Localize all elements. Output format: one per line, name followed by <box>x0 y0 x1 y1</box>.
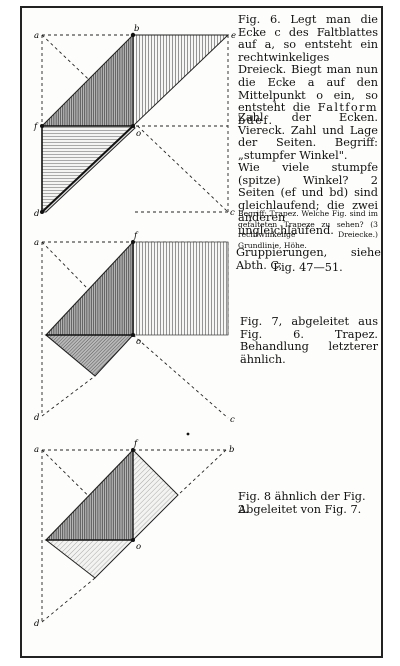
fig8-label-o: o <box>136 542 141 552</box>
fig6-faltform-text: Faltform bdef. <box>238 101 378 127</box>
fig8-line-2: Abgeleitet von Fig. 7. <box>238 503 362 516</box>
fig8-right-diamond <box>132 448 179 542</box>
gruppierungen-line-1: Gruppierungen, siehe Abth. C, <box>236 246 381 272</box>
figure-6: a b c d e f o <box>33 24 236 219</box>
fig6-label-f: f <box>33 122 39 132</box>
fig8-dark-triangle <box>44 448 134 541</box>
fig8-label-f: f <box>133 439 139 449</box>
fig7-label-f: f <box>133 231 139 241</box>
figures-svg: a b c d e f o a f d c o <box>33 24 236 629</box>
figure-8: a f b d o <box>34 432 234 629</box>
fig8-label-d: d <box>34 619 40 629</box>
gruppierungen-line-2: Fig. 47—51. <box>273 261 343 274</box>
fig6-label-d: d <box>34 209 40 219</box>
figure-7: a f d c o <box>34 231 235 425</box>
fig6-left-triangle <box>40 33 134 127</box>
fig7-paragraph: Fig. 7, abgeleitet aus Fig. 6. Trapez. B… <box>240 315 378 366</box>
fig6-question-paragraph: Wie viele stumpfe (spitze) Winkel? 2 Sei… <box>238 161 378 237</box>
fig7-label-o: o <box>136 337 141 347</box>
fig6-small-paragraph: Begriff: Trapez. Welche Fig. sind im gef… <box>238 209 378 250</box>
fig6-label-e: e <box>231 31 236 41</box>
fig7-label-c: c <box>230 415 235 425</box>
fig6-label-c: c <box>230 208 235 218</box>
fig8-line-1: Fig. 8 ähnlich der Fig. 2. <box>238 490 366 516</box>
fig6-label-b: b <box>134 24 139 34</box>
fig6-label-o: o <box>136 129 141 139</box>
fig8-label-a: a <box>34 445 39 455</box>
fig7-lower-triangle <box>44 334 135 377</box>
fig6-zahl-paragraph: Zahl der Ecken. Viereck. Zahl und Lage d… <box>238 111 378 162</box>
fig6-intro-text: Fig. 6. Legt man die Ecke c des Faltblat… <box>238 13 378 115</box>
fig7-upper-triangle <box>44 240 134 336</box>
fig7-label-a: a <box>34 238 39 248</box>
fig7-right-parallelogram <box>132 241 229 336</box>
fig8-label-b: b <box>229 445 234 455</box>
fig6-label-a: a <box>34 31 39 41</box>
fig7-label-d: d <box>34 413 40 423</box>
fig8-lower-diamond <box>44 539 135 579</box>
fig6-intro-paragraph: Fig. 6. Legt man die Ecke c des Faltblat… <box>238 13 378 127</box>
fig6-right-parallelogram <box>132 34 230 128</box>
